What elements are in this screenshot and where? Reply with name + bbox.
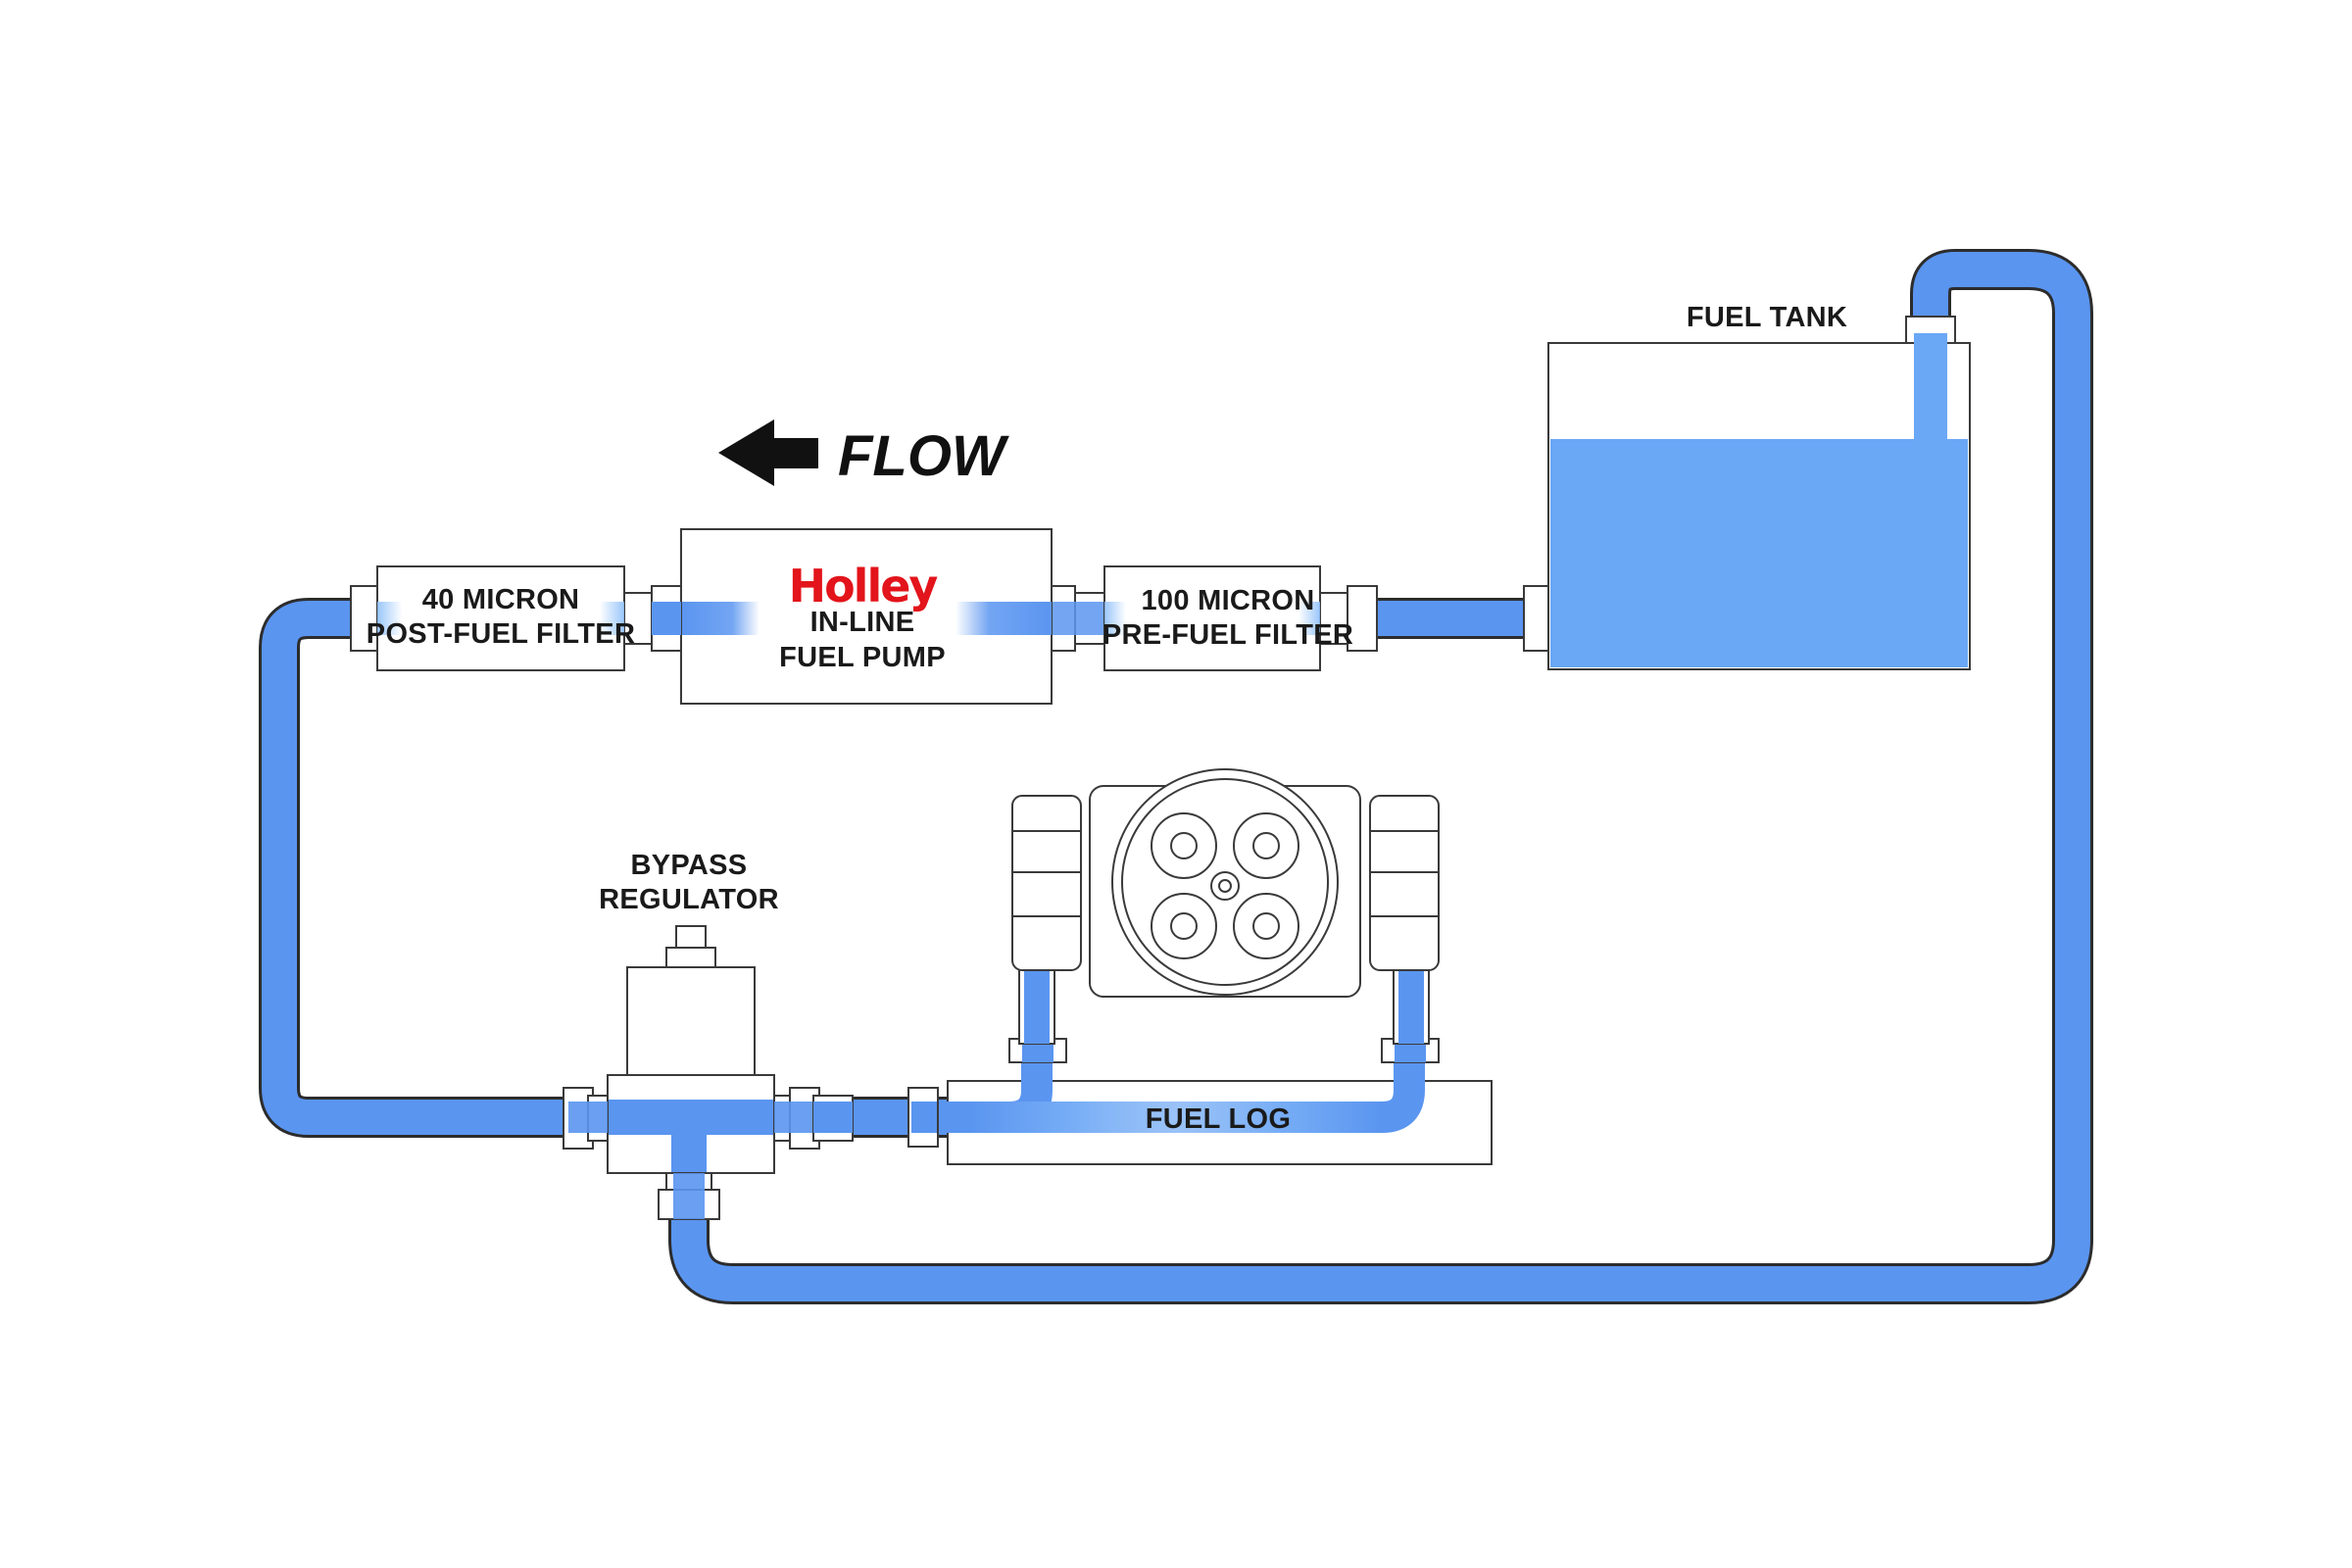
post-filter-line1: 40 MICRON (422, 584, 580, 615)
fuel-log-label: FUEL LOG (1146, 1103, 1291, 1135)
regulator-line1: BYPASS (631, 850, 748, 881)
arrow-left-icon (718, 419, 818, 486)
tank-return-tube (1914, 333, 1947, 439)
pump-line2: FUEL PUMP (779, 642, 946, 673)
pre-filter-line1: 100 MICRON (1141, 585, 1314, 616)
pre-filter-line2: PRE-FUEL FILTER (1102, 619, 1353, 651)
flow-indicator: FLOW (718, 419, 1009, 488)
fuel-tank: FUEL TANK (1523, 302, 1971, 670)
regulator-body (626, 966, 756, 1076)
pre-filter-fuel (1104, 602, 1320, 635)
supply-line-left (259, 598, 609, 1138)
pump-line1: IN-LINE (810, 607, 915, 638)
pre-fuel-filter: 100 MICRON PRE-FUEL FILTER (1045, 565, 1378, 671)
throttle-body (1011, 768, 1440, 1045)
bypass-regulator: BYPASS REGULATOR (563, 850, 820, 1220)
post-filter-fuel (377, 602, 624, 635)
post-fuel-filter: 40 MICRON POST-FUEL FILTER (350, 565, 682, 671)
return-line (668, 249, 2093, 1304)
tank-fuel-level (1550, 439, 1968, 667)
post-filter-line2: POST-FUEL FILTER (367, 618, 635, 650)
holley-logo: Holley (789, 560, 939, 612)
flow-label: FLOW (838, 424, 1009, 488)
tank-outlet-fitting (1523, 585, 1549, 652)
fuel-tank-label: FUEL TANK (1687, 302, 1847, 333)
in-line-fuel-pump: Holley IN-LINE FUEL PUMP (680, 528, 1053, 705)
regulator-line2: REGULATOR (599, 884, 779, 915)
